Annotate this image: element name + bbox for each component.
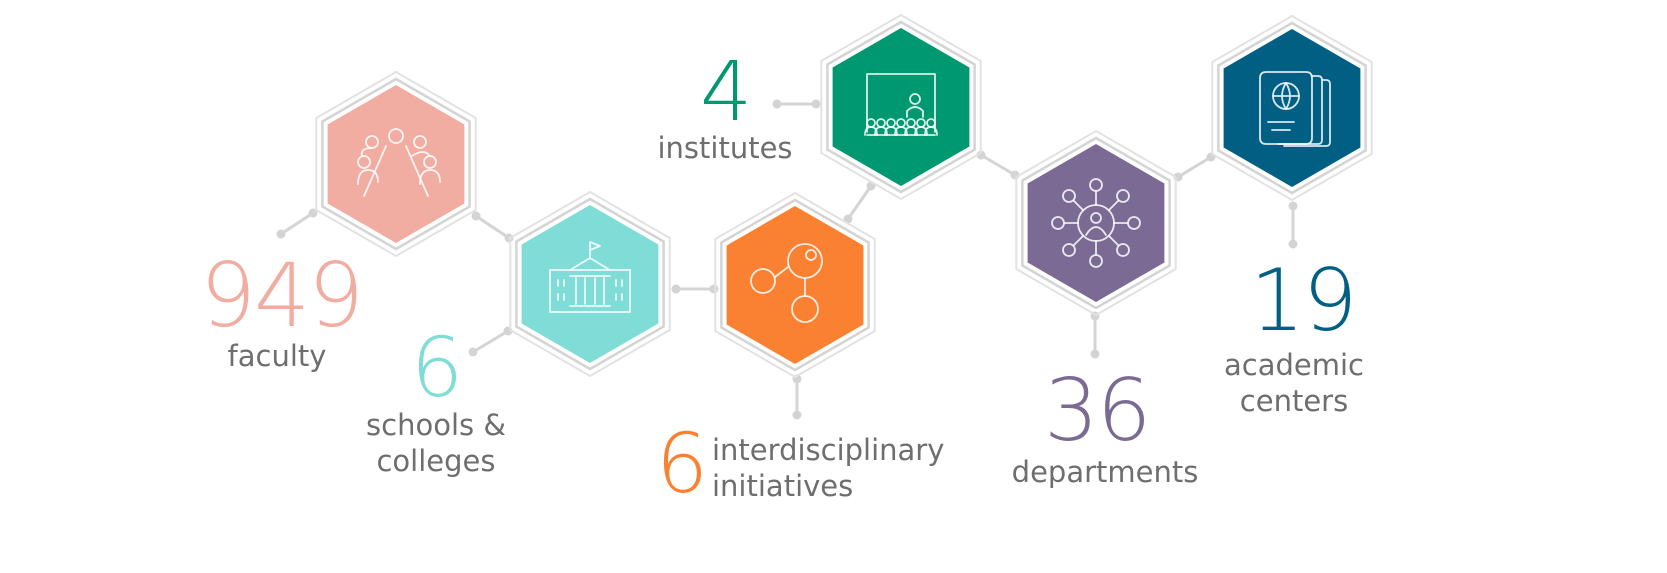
university-building-icon: [549, 241, 631, 313]
departments-label: departments: [1000, 454, 1210, 490]
centers-label: academic centers: [1214, 347, 1374, 419]
molecule-network-icon: [750, 243, 823, 323]
hex-tile-initiatives: [714, 191, 876, 379]
faculty-label: faculty: [222, 338, 332, 374]
meeting-group-icon: [357, 128, 441, 197]
departments-label-line1: departments: [1011, 455, 1199, 489]
initiatives-label-line2: initiatives: [712, 469, 854, 503]
hex-tile-schools: [509, 190, 671, 378]
connector-dot: [772, 99, 782, 109]
schools-label: schools & colleges: [356, 407, 516, 479]
connector-dot: [792, 410, 802, 420]
connector-line: [980, 153, 1016, 177]
departments-count: 36: [1044, 361, 1151, 461]
connector-dot: [1288, 201, 1298, 211]
connector-line: [472, 329, 509, 354]
connector-dot: [276, 229, 286, 239]
centers-count: 19: [1250, 251, 1357, 351]
hex-connectors: [276, 99, 1298, 420]
initiatives-label: interdisciplinary initiatives: [712, 432, 944, 504]
connector-line: [1177, 155, 1212, 179]
faculty-label-line1: faculty: [227, 339, 327, 373]
connector-dot: [468, 347, 478, 357]
connector-dot: [471, 211, 481, 221]
institutes-label: institutes: [650, 130, 800, 166]
hex-tile-faculty: [315, 70, 477, 258]
connector-dot: [811, 99, 821, 109]
initiatives-count: 6: [656, 417, 708, 512]
connector-dot: [976, 150, 986, 160]
lecture-presentation-icon: [864, 73, 938, 136]
hex-tile-institutes: [820, 13, 982, 201]
hex-tile-centers: [1211, 14, 1373, 202]
connector-line: [846, 185, 873, 220]
connector-dot: [709, 284, 719, 294]
connector-dot: [1090, 349, 1100, 359]
schools-label-line2: colleges: [376, 444, 496, 478]
connector-dot: [1288, 239, 1298, 249]
institutes-count: 4: [700, 45, 752, 140]
connector-line: [280, 211, 314, 236]
centers-label-line1: academic: [1224, 348, 1364, 382]
connector-dot: [308, 208, 318, 218]
connector-line: [475, 214, 510, 240]
schools-label-line1: schools &: [366, 408, 506, 442]
faculty-count: 949: [200, 244, 364, 347]
institutes-label-line1: institutes: [657, 131, 793, 165]
connector-dot: [1206, 152, 1216, 162]
hex-tiles: [315, 13, 1373, 379]
schools-count: 6: [411, 321, 463, 416]
centers-label-line2: centers: [1239, 384, 1349, 418]
people-network-icon: [1051, 178, 1141, 268]
connector-dot: [671, 284, 681, 294]
initiatives-label-line1: interdisciplinary: [712, 433, 945, 467]
hex-tile-departments: [1015, 129, 1177, 317]
passport-globe-icon: [1259, 71, 1331, 147]
